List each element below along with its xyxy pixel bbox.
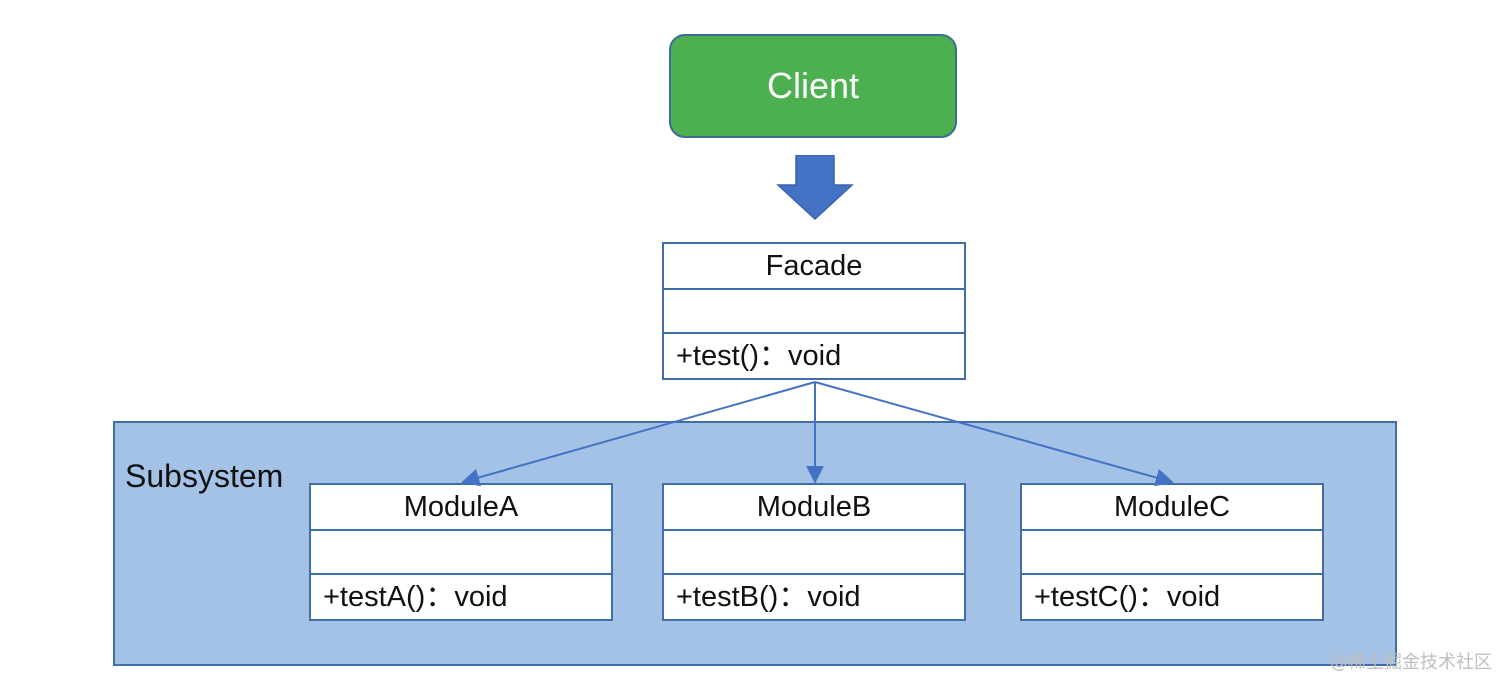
- module-b-class: ModuleB +testB()：void: [662, 483, 966, 621]
- module-c-attributes: [1022, 531, 1322, 575]
- client-label: Client: [766, 65, 860, 106]
- watermark: @稀土掘金技术社区: [1330, 652, 1492, 673]
- facade-class: Facade +test()：void: [662, 242, 966, 380]
- module-b-attributes: [664, 531, 964, 575]
- module-a-class: ModuleA +testA()：void: [309, 483, 613, 621]
- module-b-operation: +testB()：void: [676, 581, 861, 613]
- down-arrow-icon: [776, 155, 854, 221]
- facade-class-name: Facade: [664, 244, 964, 290]
- module-c-operation: +testC()：void: [1034, 581, 1221, 613]
- subsystem-label: Subsystem: [125, 458, 284, 494]
- module-b-name: ModuleB: [664, 485, 964, 531]
- client-node: Client: [669, 34, 957, 138]
- module-c-class: ModuleC +testC()：void: [1020, 483, 1324, 621]
- module-a-attributes: [311, 531, 611, 575]
- module-a-name: ModuleA: [311, 485, 611, 531]
- module-c-name: ModuleC: [1022, 485, 1322, 531]
- facade-class-attributes: [664, 290, 964, 334]
- module-a-operation: +testA()：void: [323, 581, 508, 613]
- facade-class-operation: +test()：void: [676, 340, 842, 372]
